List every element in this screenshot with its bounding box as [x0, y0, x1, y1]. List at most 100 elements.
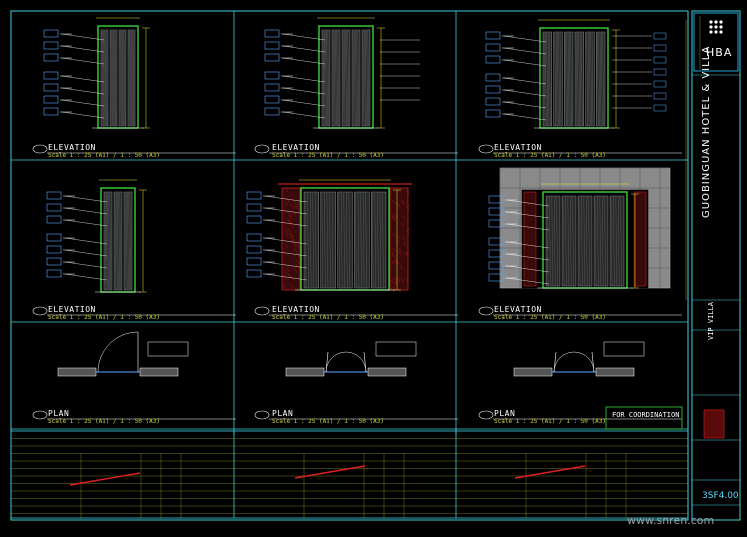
annotation-tag	[486, 44, 500, 51]
viewport-tag-bubble	[255, 307, 269, 315]
wall-hatch	[140, 368, 178, 376]
sheet-title: VIP VILLA	[708, 302, 715, 340]
annotation-tag	[247, 216, 261, 223]
viewport-title-plan-2: PLAN	[272, 410, 293, 418]
annotation-tag	[44, 108, 58, 115]
annotation-tag	[47, 216, 61, 223]
sheet-number: 3SF4.00	[702, 492, 739, 501]
marble-panel-left	[282, 188, 300, 290]
wall-hatch	[368, 368, 406, 376]
annotation-tag	[247, 204, 261, 211]
door-swing-arc	[554, 352, 574, 372]
marble-panel-right	[390, 188, 408, 290]
annotation-tag	[44, 96, 58, 103]
door-panel	[338, 192, 353, 288]
annotation-tag	[265, 42, 279, 49]
revision-cloud-note	[515, 466, 585, 478]
annotation-tag	[44, 72, 58, 79]
schedule-table	[11, 431, 688, 518]
annotation-tag	[44, 30, 58, 37]
wall-hatch	[596, 368, 634, 376]
annotation-tag	[247, 246, 261, 253]
door-leaf	[592, 352, 594, 372]
annotation-tag	[486, 74, 500, 81]
viewport-tag-bubble	[479, 145, 493, 153]
annotation-tag	[47, 258, 61, 265]
door-leaf	[326, 352, 328, 372]
viewport-title-elevation-1: ELEVATION	[48, 144, 96, 152]
wall-hatch	[58, 368, 96, 376]
logo-dot	[714, 20, 717, 23]
door-leaf	[554, 352, 556, 372]
viewport-title-elevation-4: ELEVATION	[48, 306, 96, 314]
annotation-tag	[247, 192, 261, 199]
wall-hatch	[286, 368, 324, 376]
annotation-tag	[654, 105, 666, 111]
door-panel	[578, 196, 592, 286]
annotation-tag	[265, 54, 279, 61]
plan-label-box	[604, 342, 644, 356]
wall-hatch	[514, 368, 552, 376]
logo-dot	[709, 20, 712, 23]
logo-dot	[719, 25, 722, 28]
viewport-title-plan-3: PLAN	[494, 410, 515, 418]
door-panel	[594, 196, 608, 286]
viewport-scale-elevation-2: Scale 1 : 25 (A1) / 1 : 50 (A3)	[272, 153, 384, 159]
annotation-tag	[654, 45, 666, 51]
annotation-tag	[47, 192, 61, 199]
door-panel	[304, 192, 319, 288]
annotation-tag	[44, 54, 58, 61]
door-swing-arc	[346, 352, 366, 372]
annotation-tag	[654, 81, 666, 87]
revision-cloud-note	[295, 466, 365, 478]
annotation-tag	[47, 270, 61, 277]
door-panel	[546, 196, 560, 286]
plan-label-box	[148, 342, 188, 356]
logo-dot	[719, 20, 722, 23]
annotation-tag	[265, 108, 279, 115]
annotation-tag	[486, 110, 500, 117]
viewport-title-elevation-3: ELEVATION	[494, 144, 542, 152]
marble-jamb-left	[524, 192, 536, 286]
viewport-tag-bubble	[33, 307, 47, 315]
door-panel	[554, 32, 563, 126]
annotation-tag	[47, 204, 61, 211]
door-panel	[371, 192, 386, 288]
door-panel	[354, 192, 369, 288]
viewport-tag-bubble	[33, 145, 47, 153]
marble-jamb-right	[634, 192, 646, 286]
viewport-tag-bubble	[255, 411, 269, 419]
watermark-text: www.snren.com	[627, 515, 714, 526]
door-leaf	[364, 352, 366, 372]
annotation-tag	[654, 33, 666, 39]
project-name: GUOBINGUAN HOTEL & VILLA	[702, 46, 712, 218]
for-coordination-stamp: FOR COORDINATION	[612, 412, 679, 419]
annotation-tag	[47, 246, 61, 253]
viewport-title-elevation-6: ELEVATION	[494, 306, 542, 314]
plan-label-box	[376, 342, 416, 356]
viewport-tag-bubble	[255, 145, 269, 153]
annotation-tag	[486, 56, 500, 63]
door-panel	[543, 32, 552, 126]
annotation-tag	[247, 270, 261, 277]
annotation-tag	[654, 93, 666, 99]
viewport-tag-bubble	[479, 307, 493, 315]
viewport-title-elevation-5: ELEVATION	[272, 306, 320, 314]
annotation-tag	[44, 84, 58, 91]
viewport-scale-elevation-4: Scale 1 : 25 (A1) / 1 : 50 (A3)	[48, 315, 160, 321]
stamp-box	[704, 410, 724, 438]
logo-dot	[714, 30, 717, 33]
viewport-tag-bubble	[479, 411, 493, 419]
annotation-tag	[265, 84, 279, 91]
door-panel	[564, 32, 573, 126]
viewport-scale-plan-2: Scale 1 : 25 (A1) / 1 : 50 (A3)	[272, 419, 384, 425]
logo-dot	[709, 25, 712, 28]
viewport-scale-plan-3: Scale 1 : 25 (A1) / 1 : 50 (A3)	[494, 419, 606, 425]
logo-dot	[709, 30, 712, 33]
door-swing-arc	[574, 352, 594, 372]
door-panel	[575, 32, 584, 126]
annotation-tag	[654, 57, 666, 63]
annotation-tag	[44, 42, 58, 49]
